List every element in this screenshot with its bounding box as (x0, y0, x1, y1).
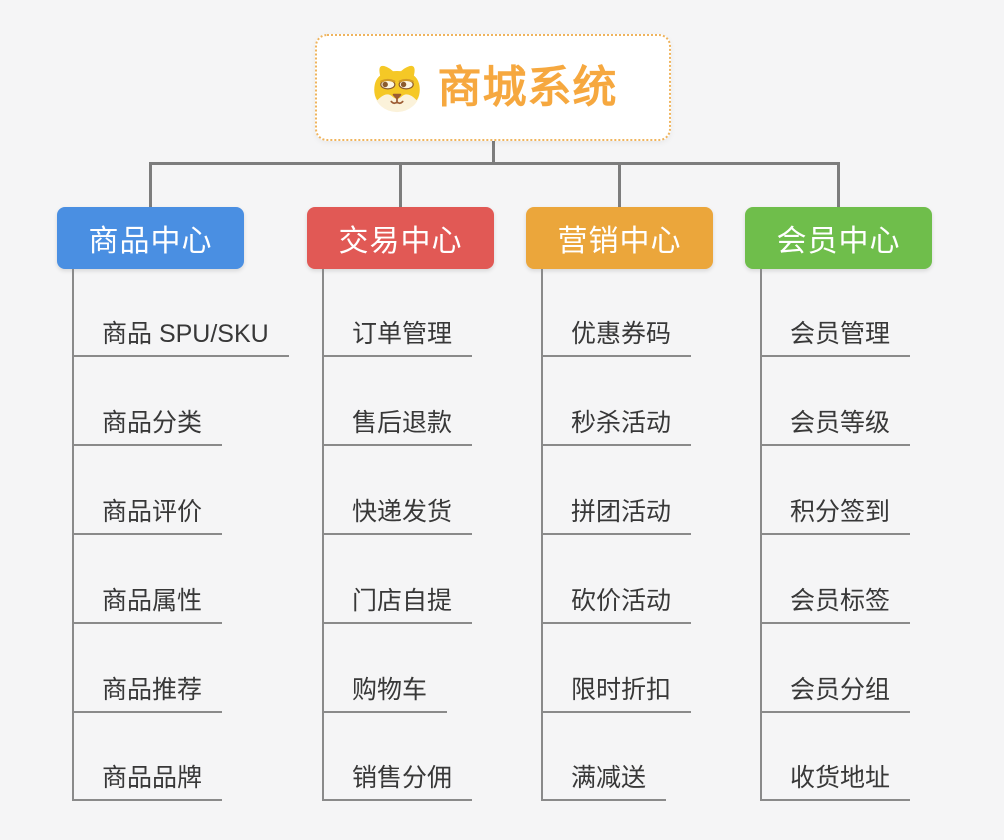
leaf-node[interactable]: 订单管理 (322, 317, 473, 357)
connector-drop-product-center (149, 164, 152, 207)
branch-node-marketing-center[interactable]: 营销中心 (526, 207, 713, 269)
leaf-node[interactable]: 商品评价 (72, 495, 223, 535)
leaf-node[interactable]: 会员管理 (760, 317, 911, 357)
leaf-node[interactable]: 收货地址 (760, 761, 911, 801)
leaf-node[interactable]: 积分签到 (760, 495, 911, 535)
leaf-node[interactable]: 门店自提 (322, 584, 473, 624)
connector-drop-trade-center (399, 164, 402, 207)
branch-node-product-center[interactable]: 商品中心 (57, 207, 244, 269)
leaf-node[interactable]: 快递发货 (322, 495, 473, 535)
connector-root-stub (492, 141, 495, 163)
connector-drop-marketing-center (618, 164, 621, 207)
leaf-node[interactable]: 商品 SPU/SKU (72, 317, 289, 357)
leaf-node[interactable]: 销售分佣 (322, 761, 473, 801)
leaf-node[interactable]: 拼团活动 (541, 495, 692, 535)
root-title: 商城系统 (437, 62, 618, 112)
leaf-node[interactable]: 秒杀活动 (541, 406, 692, 446)
connector-drop-member-center (837, 164, 840, 207)
leaf-node[interactable]: 限时折扣 (541, 673, 692, 713)
leaf-node[interactable]: 会员分组 (760, 673, 911, 713)
leaf-node[interactable]: 商品分类 (72, 406, 223, 446)
leaf-node[interactable]: 砍价活动 (541, 584, 692, 624)
leaf-node[interactable]: 商品属性 (72, 584, 223, 624)
leaf-node[interactable]: 售后退款 (322, 406, 473, 446)
dog-face-icon (369, 60, 425, 116)
root-node[interactable]: 商城系统 (315, 34, 671, 141)
leaf-node[interactable]: 商品品牌 (72, 761, 223, 801)
leaf-node[interactable]: 购物车 (322, 673, 448, 713)
branch-node-member-center[interactable]: 会员中心 (745, 207, 932, 269)
connector-horizontal (149, 162, 840, 165)
leaf-node[interactable]: 会员等级 (760, 406, 911, 446)
leaf-node[interactable]: 满减送 (541, 761, 667, 801)
leaf-node[interactable]: 会员标签 (760, 584, 911, 624)
branch-node-trade-center[interactable]: 交易中心 (307, 207, 494, 269)
leaf-node[interactable]: 优惠券码 (541, 317, 692, 357)
leaf-node[interactable]: 商品推荐 (72, 673, 223, 713)
